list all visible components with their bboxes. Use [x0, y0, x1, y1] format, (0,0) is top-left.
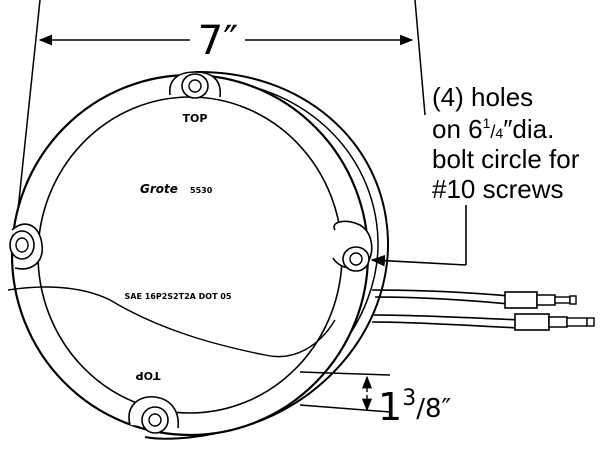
- connector-lower: [514, 313, 595, 331]
- wire-upper: [371, 289, 521, 298]
- depth-dimension-label: 13/8″: [378, 385, 451, 429]
- mounting-hole-left: [9, 223, 43, 270]
- depth-ext-line-top: [299, 371, 391, 376]
- lens-sae-code: SAE 16P2S2T2A DOT 05: [125, 292, 232, 301]
- width-dimension-label: 7″: [198, 18, 238, 64]
- holes-note-line3: bolt circle for: [432, 144, 580, 174]
- mounting-hole-right: [332, 220, 373, 272]
- wire-upper-b: [374, 296, 521, 306]
- holes-leader-horizontal: [370, 254, 467, 267]
- holes-note-line2: on 61/4″dia.: [432, 114, 554, 144]
- holes-note-line1: (4) holes: [432, 82, 533, 112]
- mounting-hole-top: [169, 71, 221, 99]
- lens-bottom-label: TOP: [136, 369, 161, 382]
- depth-ext-line-bottom: [299, 404, 391, 413]
- wire-lower-b: [371, 321, 521, 329]
- lens-top-label: TOP: [183, 112, 208, 125]
- lens-part-number: 5530: [190, 186, 213, 195]
- lens-brand-logo: Grote: [140, 182, 178, 196]
- lamp-lens: [37, 96, 343, 414]
- wire-lower: [371, 314, 521, 321]
- lens-step-line: [7, 286, 336, 358]
- mounting-hole-bottom: [128, 396, 180, 434]
- extension-line-left: [17, 0, 41, 211]
- extension-line-right: [414, 0, 426, 116]
- holes-note-line4: #10 screws: [432, 174, 564, 204]
- connector-upper: [504, 291, 577, 309]
